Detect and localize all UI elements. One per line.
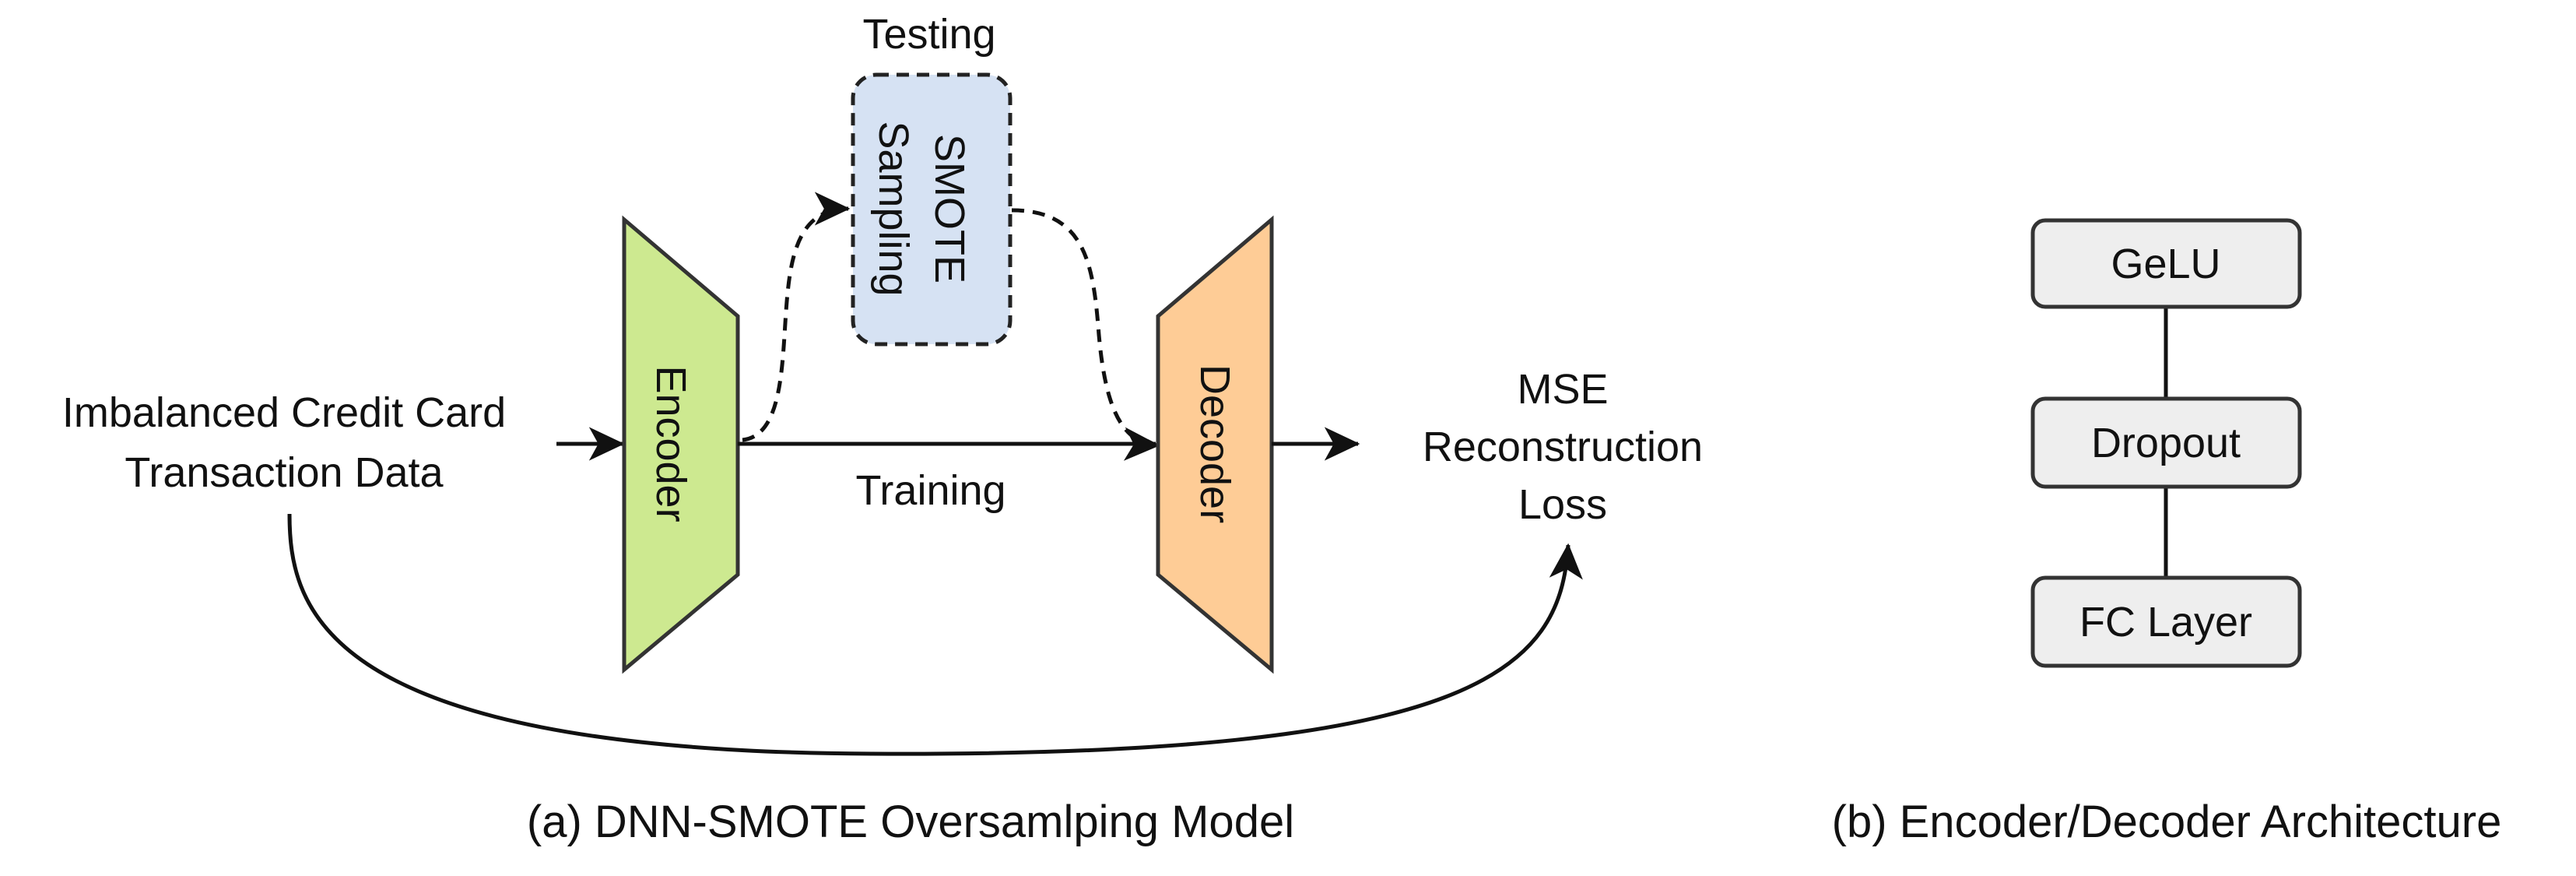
gelu-layer-label: GeLU — [2111, 241, 2220, 287]
input-label-line2: Transaction Data — [125, 449, 444, 496]
loss-label-line3: Loss — [1518, 481, 1607, 528]
input-to-loss-curved-arrow — [287, 513, 1583, 756]
encoder-block — [622, 215, 740, 674]
loss-label-line1: MSE — [1517, 366, 1608, 413]
encoder-to-smote-dashed-arrow — [742, 192, 851, 442]
training-label: Training — [855, 467, 1005, 514]
caption-b: (b) Encoder/Decoder Architecture — [1832, 797, 2502, 847]
loss-label-line2: Reconstruction — [1423, 424, 1703, 470]
input-label-line1: Imbalanced Credit Card — [62, 389, 506, 436]
fc-layer-label: FC Layer — [2079, 599, 2252, 646]
encoder-label: Encoder — [648, 365, 694, 522]
dropout-layer-label: Dropout — [2091, 420, 2241, 466]
gelu-layer-box — [2030, 218, 2302, 309]
panel-a: Imbalanced Credit Card Transaction Data … — [62, 11, 1703, 847]
smote-sampling-box — [851, 72, 1013, 347]
smote-to-decoder-dashed-arrow — [1011, 208, 1160, 461]
panel-b: GeLU Dropout FC Layer (b) Encoder/Decode… — [1832, 218, 2502, 847]
smote-label-line2: Sampling — [870, 121, 917, 296]
decoder-block — [1156, 215, 1274, 674]
testing-label: Testing — [862, 11, 995, 58]
fc-layer-box — [2030, 575, 2302, 668]
caption-a: (a) DNN-SMOTE Oversamlping Model — [527, 797, 1294, 847]
decoder-label: Decoder — [1191, 364, 1238, 523]
smote-label-line1: SMOTE — [926, 134, 973, 283]
dropout-layer-box — [2030, 396, 2302, 489]
